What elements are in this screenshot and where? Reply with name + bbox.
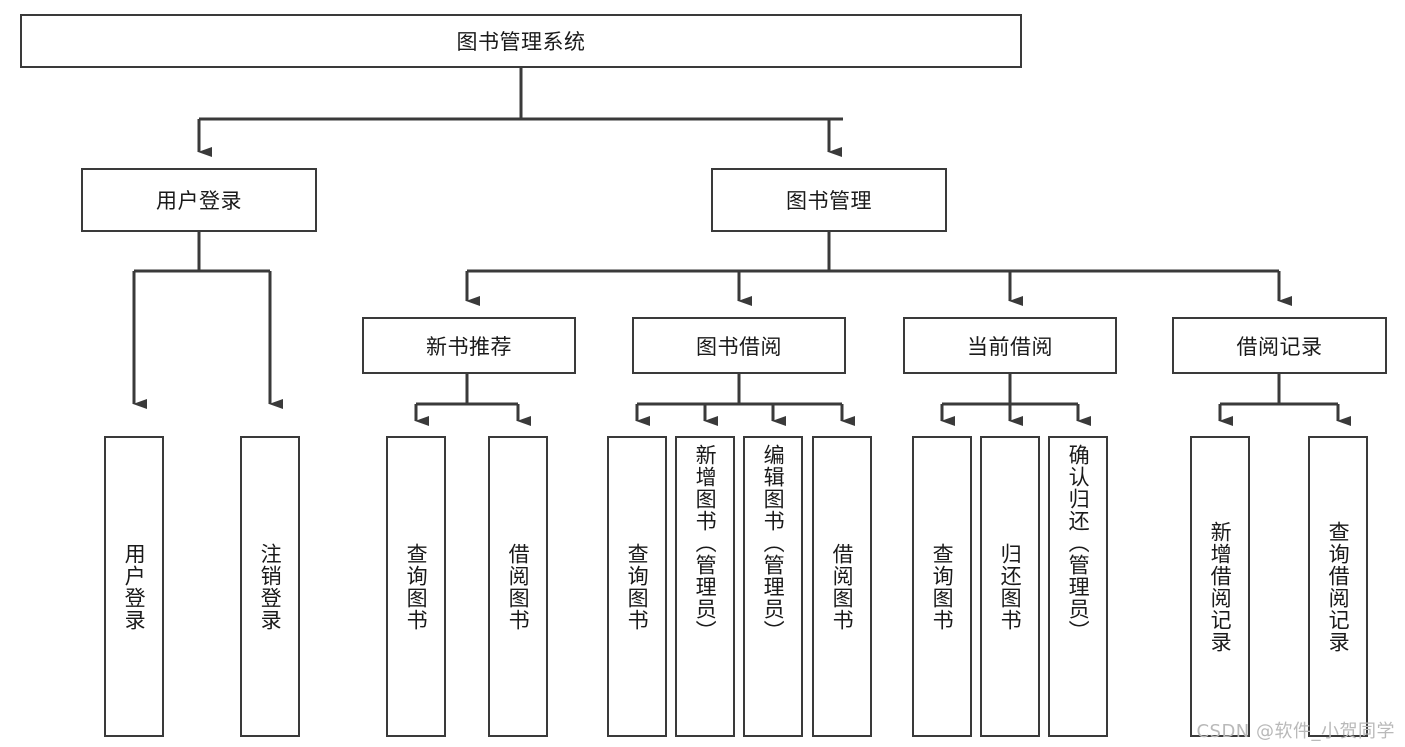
leaf-query-book-recommend[interactable]: 查询图书 <box>386 436 446 737</box>
leaf-edit-book-admin[interactable]: 编辑图书（管理员） <box>743 436 803 737</box>
leaf-logout[interactable]: 注销登录 <box>240 436 300 737</box>
watermark: CSDN @软件_小贺同学 <box>1196 721 1395 742</box>
leaf-label: 查询图书 <box>930 542 955 631</box>
leaf-add-book-admin[interactable]: 新增图书（管理员） <box>675 436 735 737</box>
leaf-user-login[interactable]: 用户登录 <box>104 436 164 737</box>
leaf-label: 借阅图书 <box>830 542 855 631</box>
leaf-label: 归还图书 <box>998 542 1023 631</box>
node-book-management[interactable]: 图书管理 <box>711 168 947 232</box>
leaf-label: 确认归还（管理员） <box>1066 444 1091 642</box>
node-user-login[interactable]: 用户登录 <box>81 168 317 232</box>
node-label: 图书管理系统 <box>456 30 586 54</box>
node-label: 当前借阅 <box>967 334 1053 359</box>
node-current-borrow[interactable]: 当前借阅 <box>903 317 1117 374</box>
node-label: 新书推荐 <box>426 334 512 359</box>
node-label: 图书借阅 <box>696 334 782 359</box>
leaf-label: 注销登录 <box>258 542 283 631</box>
node-root-system[interactable]: 图书管理系统 <box>20 14 1022 68</box>
node-label: 借阅记录 <box>1236 334 1323 359</box>
leaf-label: 新增借阅记录 <box>1208 520 1233 653</box>
leaf-query-book-borrow[interactable]: 查询图书 <box>607 436 667 737</box>
leaf-label: 查询借阅记录 <box>1326 520 1351 653</box>
leaf-query-borrow-record[interactable]: 查询借阅记录 <box>1308 436 1368 737</box>
node-borrow-record[interactable]: 借阅记录 <box>1172 317 1387 374</box>
leaf-add-borrow-record[interactable]: 新增借阅记录 <box>1190 436 1250 737</box>
node-label: 用户登录 <box>156 189 242 213</box>
leaf-label: 借阅图书 <box>506 542 531 631</box>
leaf-return-book[interactable]: 归还图书 <box>980 436 1040 737</box>
leaf-query-book-current[interactable]: 查询图书 <box>912 436 972 737</box>
node-label: 图书管理 <box>786 189 872 213</box>
node-book-borrow[interactable]: 图书借阅 <box>632 317 846 374</box>
leaf-confirm-return-admin[interactable]: 确认归还（管理员） <box>1048 436 1108 737</box>
leaf-label: 用户登录 <box>122 542 147 631</box>
leaf-label: 编辑图书（管理员） <box>761 444 786 642</box>
leaf-label: 查询图书 <box>404 542 429 631</box>
node-new-book-recommend[interactable]: 新书推荐 <box>362 317 576 374</box>
leaf-borrow-book-recommend[interactable]: 借阅图书 <box>488 436 548 737</box>
leaf-borrow-book[interactable]: 借阅图书 <box>812 436 872 737</box>
leaf-label: 新增图书（管理员） <box>693 444 718 642</box>
leaf-label: 查询图书 <box>625 542 650 631</box>
